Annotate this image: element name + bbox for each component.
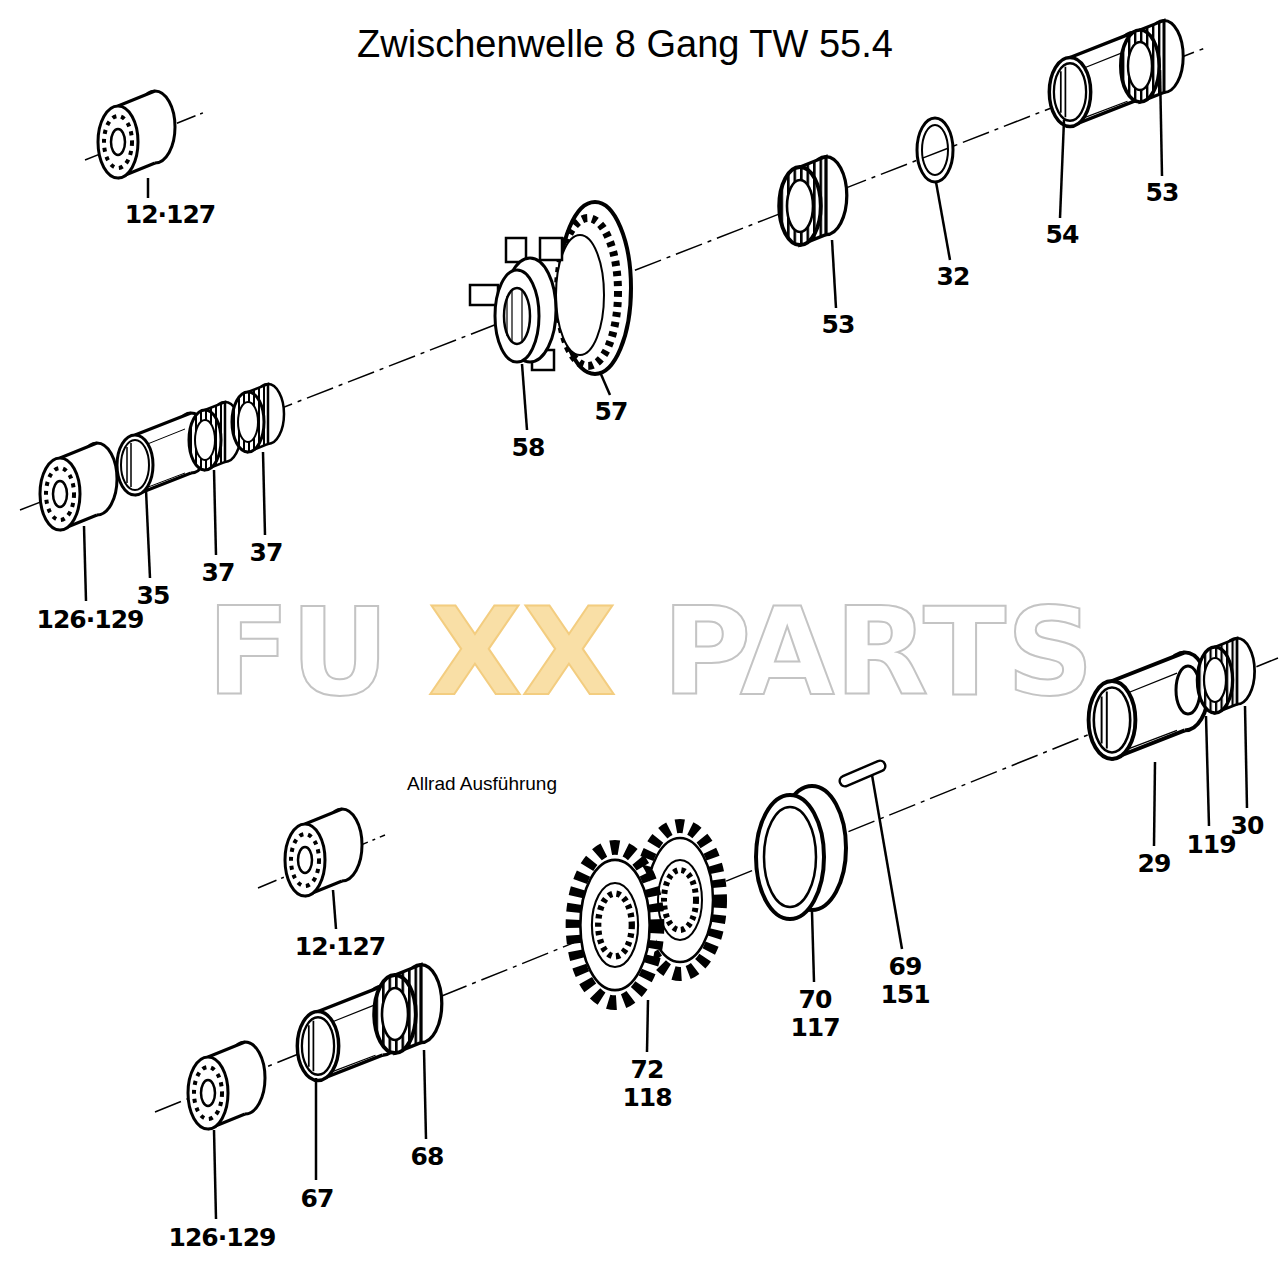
watermark: FU <box>207 585 389 719</box>
callout-number: 54 <box>1046 221 1079 249</box>
callout-number: 58 <box>512 434 545 462</box>
callout-number: 72 <box>631 1056 664 1084</box>
variant-note: Allrad Ausführung <box>407 774 557 795</box>
callout-number: 53 <box>822 311 855 339</box>
callout-number: 126·129 <box>169 1224 276 1252</box>
callout-number: 12·127 <box>295 933 385 961</box>
callout-number: 117 <box>790 1014 839 1042</box>
callout-number: 37 <box>202 559 235 587</box>
callout-number: 151 <box>880 981 929 1009</box>
callout-number: 68 <box>411 1143 444 1171</box>
callout-number: 67 <box>301 1185 334 1213</box>
callout-number: 32 <box>937 263 970 291</box>
callout-number: 53 <box>1146 179 1179 207</box>
callout-number: 69 <box>889 953 922 981</box>
callout-number: 12·127 <box>125 201 215 229</box>
callout-number: 126·129 <box>37 606 144 634</box>
callout-number: 70 <box>799 986 832 1014</box>
callout-number: 37 <box>250 539 283 567</box>
callout-number: 29 <box>1138 850 1171 878</box>
callout-number: 57 <box>595 398 628 426</box>
watermark: PARTS <box>662 585 1094 719</box>
watermark: XX <box>428 585 616 719</box>
callout-number: 119 <box>1186 831 1235 859</box>
diagram-title: Zwischenwelle 8 Gang TW 55.4 <box>357 24 893 66</box>
callout-number: 118 <box>622 1084 671 1112</box>
